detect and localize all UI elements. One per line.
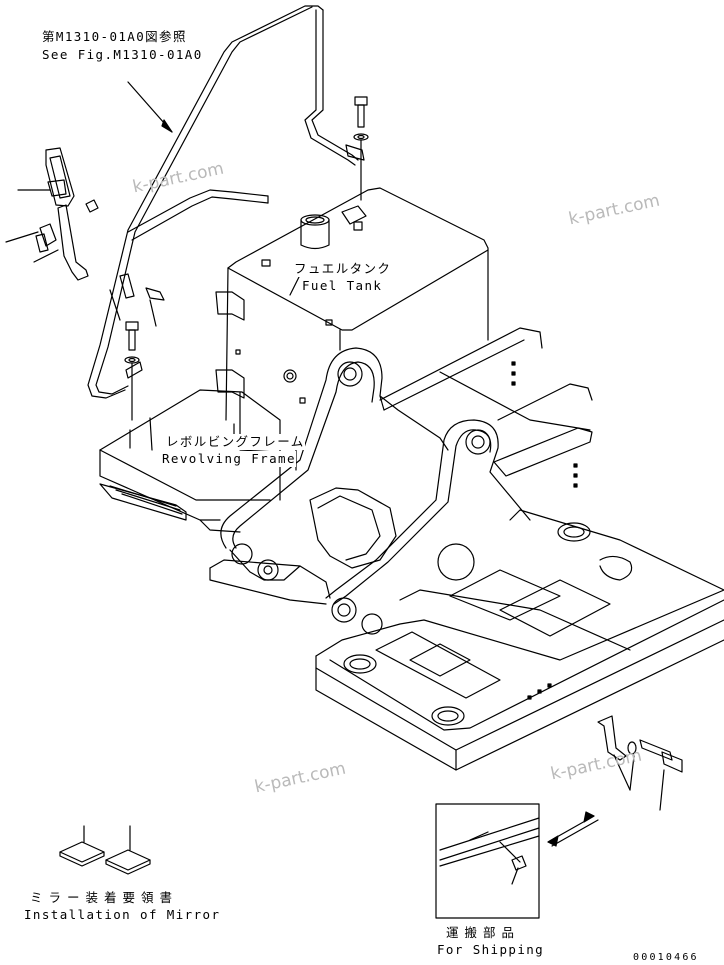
shipping-detail [435,803,599,919]
revolving-frame [209,327,724,771]
shipping-label-jp: 運搬部品 [446,925,521,941]
mirror-instruction-sheets [59,825,151,875]
handrail [87,5,359,399]
drawing-code: 00010466 [633,952,699,963]
fuel-tank-label-jp: フュエルタンク [294,261,392,277]
leader-lines [127,81,301,471]
mirror-instruction-label-en: Installation of Mirror [24,907,221,923]
revolving-frame-label-jp: レボルビングフレーム [166,434,305,450]
bolts [124,96,683,811]
mirror-assembly [5,147,165,327]
fuel-tank [215,187,489,421]
reference-label-jp: 第M1310-01A0図参照 [42,29,187,45]
shipping-label-en: For Shipping [437,942,545,958]
reference-label-en: See Fig.M1310-01A0 [42,47,203,63]
mirror-instruction-label-jp: ミラー装着要領書 [30,890,179,906]
fuel-tank-label-en: Fuel Tank [302,278,383,294]
revolving-frame-label-en: Revolving Frame [162,451,296,467]
